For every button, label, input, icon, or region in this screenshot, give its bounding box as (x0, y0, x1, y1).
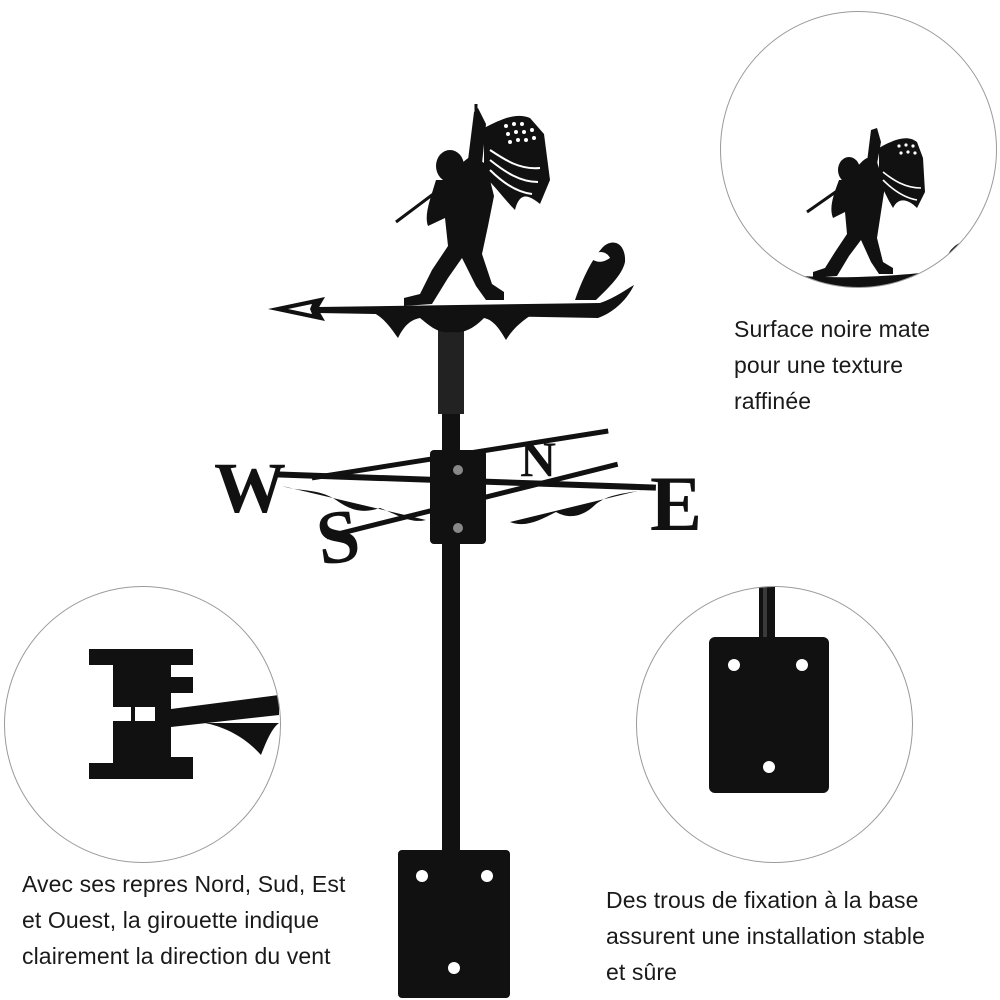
caption-line: assurent une installation stable (606, 923, 926, 949)
caption-line: Avec ses repres Nord, Sud, Est (22, 871, 346, 897)
caption-line: pour une texture (734, 352, 904, 378)
mounting-plate-icon (398, 850, 510, 998)
compass-north-letter: N (520, 431, 556, 487)
bigfoot-flag-icon (395, 104, 550, 306)
caption-line: Surface noire mate (734, 316, 931, 342)
arrow-pointer-icon (268, 285, 634, 340)
caption-compass-directions: Avec ses repres Nord, Sud, Est et Ouest,… (22, 866, 345, 974)
mounting-plate-closeup-icon (709, 587, 829, 793)
wave-icon (575, 242, 626, 300)
caption-line: Des trous de fixation à la base (606, 887, 919, 913)
detail-circle-mounting-plate (636, 586, 913, 863)
caption-line: raffinée (734, 388, 812, 414)
letter-e-closeup-icon (89, 649, 279, 779)
caption-mounting-holes: Des trous de fixation à la base assurent… (606, 882, 925, 990)
compass-west-letter: W (214, 448, 286, 528)
figure-closeup-icon (781, 128, 991, 287)
compass-east-letter: E (650, 460, 702, 547)
pole-cap (438, 330, 464, 414)
caption-matte-finish: Surface noire mate pour une texture raff… (734, 311, 930, 419)
caption-line: clairement la direction du vent (22, 943, 331, 969)
detail-circle-figure (720, 11, 997, 288)
hub-bracket (430, 450, 486, 544)
detail-circle-letter-e (4, 586, 281, 863)
caption-line: et sûre (606, 959, 678, 985)
compass-arms (276, 428, 656, 544)
caption-line: et Ouest, la girouette indique (22, 907, 320, 933)
